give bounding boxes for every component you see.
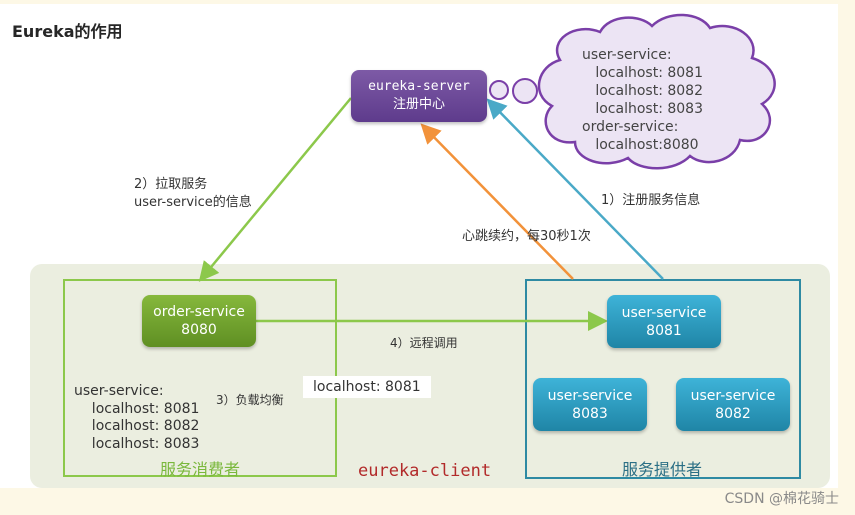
provider-zone (525, 279, 801, 479)
watermark: CSDN @棉花骑士 (724, 491, 839, 507)
user-service-node-8082[interactable]: user-service 8082 (676, 378, 790, 431)
registry-cloud-text: user-service: localhost: 8081 localhost:… (582, 47, 703, 153)
eureka-client-label: eureka-client (358, 461, 492, 481)
user-service-node-8081[interactable]: user-service 8081 (607, 295, 721, 348)
order-service-node[interactable]: order-service 8080 (142, 295, 256, 347)
pull-label-line1: 2）拉取服务 (134, 177, 208, 192)
thought-bubble-medium (489, 80, 509, 100)
selected-host-tag: localhost: 8081 (303, 376, 431, 398)
eureka-server-name: eureka-server (368, 79, 470, 94)
load-balance-label: 3）负载均衡 (216, 393, 284, 407)
consumer-cached-list: user-service: localhost: 8081 localhost:… (74, 383, 200, 452)
register-arrow (486, 98, 664, 280)
user-service-port: 8081 (646, 322, 682, 339)
provider-zone-label: 服务提供者 (622, 460, 703, 479)
diagram-title: Eureka的作用 (12, 22, 123, 41)
order-service-name: order-service (153, 304, 245, 320)
user-service-port: 8083 (572, 405, 608, 422)
thought-bubble-large (512, 78, 538, 104)
consumer-zone-label: 服务消费者 (160, 460, 241, 479)
user-service-node-8083[interactable]: user-service 8083 (533, 378, 647, 431)
pull-label: 2）拉取服务 user-service的信息 (134, 176, 252, 212)
user-service-name: user-service (621, 304, 707, 321)
order-service-port: 8080 (181, 322, 217, 338)
pull-arrow (198, 97, 352, 282)
user-service-name: user-service (690, 387, 776, 404)
pull-label-line2: user-service的信息 (134, 195, 252, 210)
eureka-server-node[interactable]: eureka-server 注册中心 (351, 70, 487, 122)
user-service-port: 8082 (715, 405, 751, 422)
heartbeat-label: 心跳续约，每30秒1次 (462, 229, 591, 244)
eureka-server-subtitle: 注册中心 (392, 97, 445, 112)
remote-call-label: 4）远程调用 (390, 336, 458, 350)
heartbeat-arrow (420, 123, 574, 280)
user-service-name: user-service (547, 387, 633, 404)
registry-cloud-shape (537, 13, 776, 170)
register-label: 1）注册服务信息 (601, 193, 701, 208)
